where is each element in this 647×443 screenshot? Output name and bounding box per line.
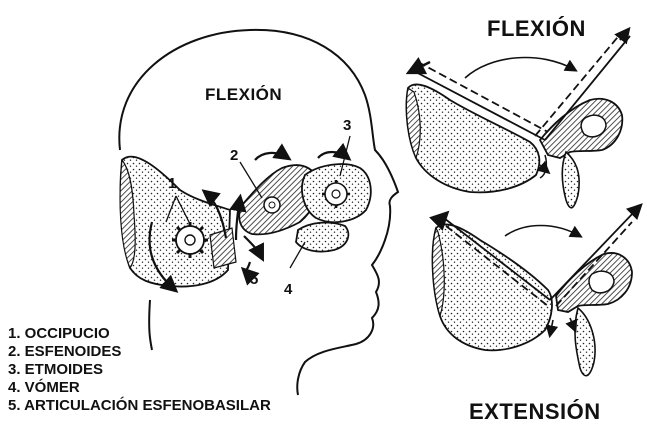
occiput-gear-icon [172, 222, 208, 258]
ethmoid-bone [302, 164, 371, 222]
extension-skull-diagram [433, 206, 640, 376]
vomer-bone [296, 223, 348, 252]
extension-title: EXTENSIÓN [469, 401, 601, 423]
number-label-1: 1 [168, 176, 176, 191]
legend: 1. OCCIPUCIO 2. ESFENOIDES 3. ETMOIDES 4… [8, 325, 271, 415]
flexion-skull-diagram [406, 30, 630, 208]
number-label-4: 4 [284, 282, 292, 297]
legend-item-occipucio: 1. OCCIPUCIO [8, 325, 271, 343]
occiput-bone [120, 157, 236, 287]
legend-item-etmoides: 3. ETMOIDES [8, 361, 271, 379]
number-label-5: 5 [250, 272, 258, 287]
legend-item-esfenoides: 2. ESFENOIDES [8, 343, 271, 361]
number-label-2: 2 [230, 148, 238, 163]
number-label-3: 3 [343, 118, 351, 133]
legend-item-articulacion: 5. ARTICULACIÓN ESFENOBASILAR [8, 397, 271, 415]
flexion-title: FLEXIÓN [487, 18, 586, 40]
legend-item-vomer: 4. VÓMER [8, 379, 271, 397]
main-flexion-title: FLEXIÓN [205, 86, 282, 103]
